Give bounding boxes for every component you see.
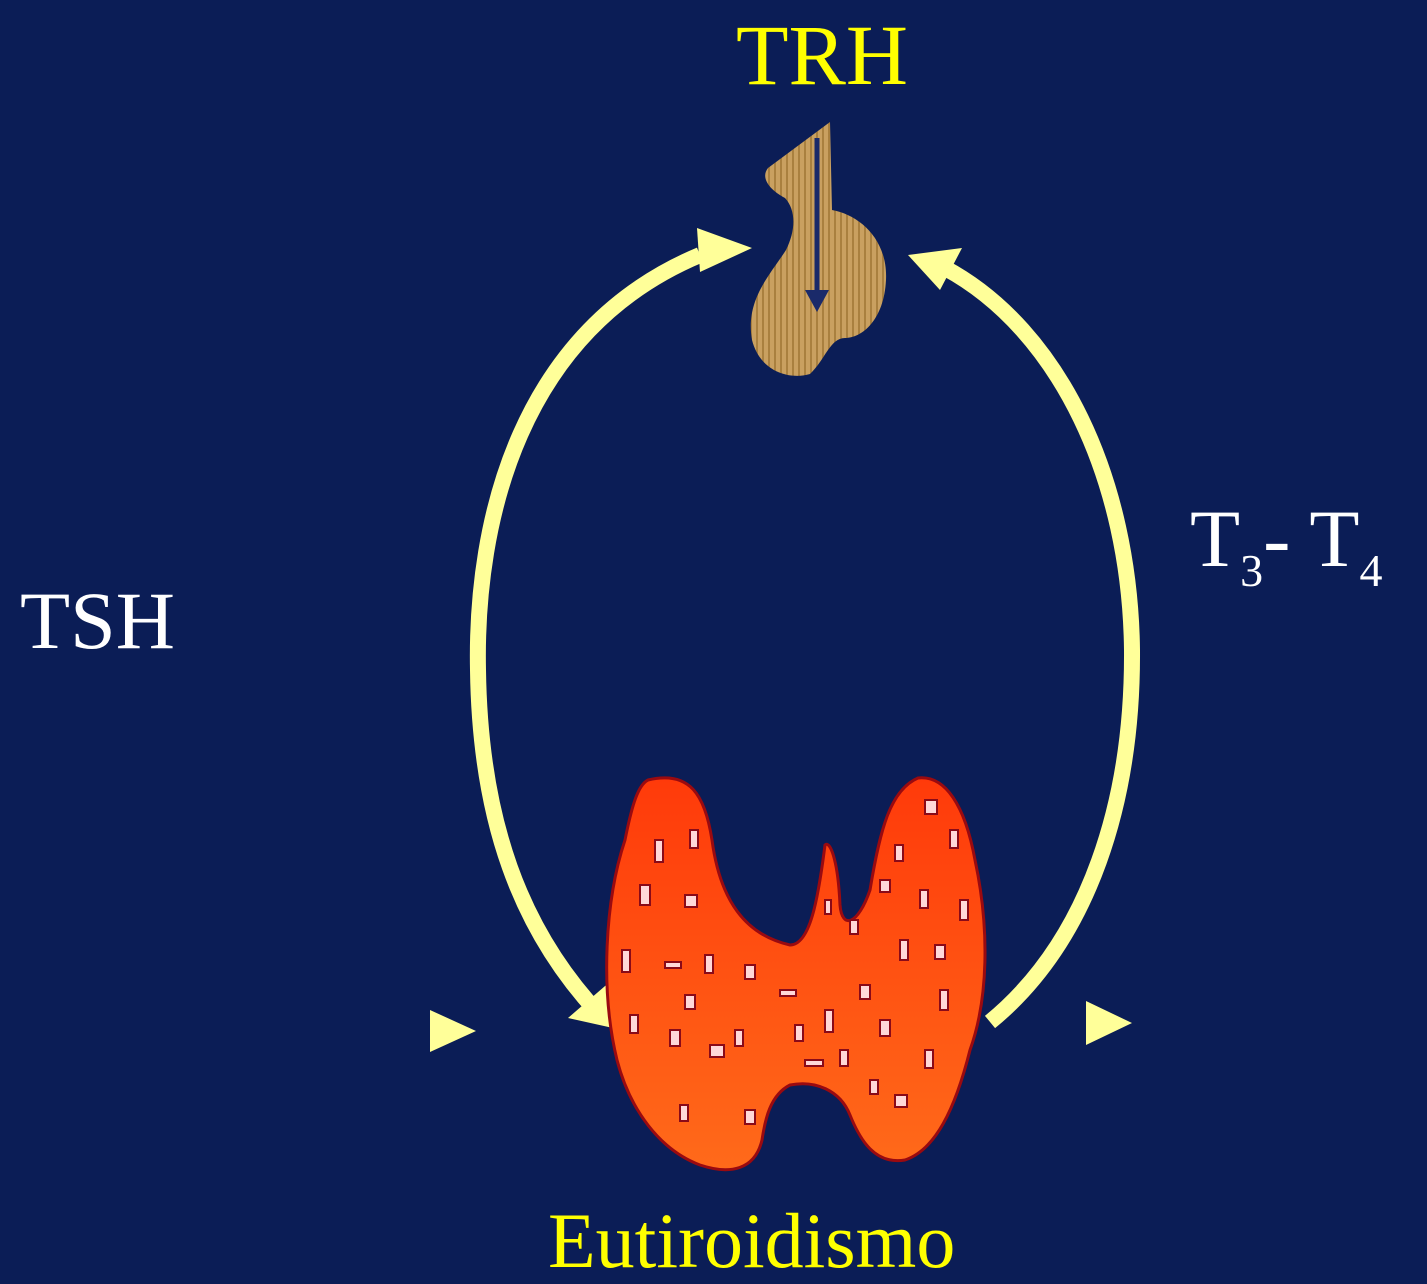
t4-letter: T: [1309, 493, 1359, 584]
t3-subscript: 3: [1240, 545, 1263, 596]
t3-t4-label: T3- T4: [1190, 498, 1383, 580]
tsh-label: TSH: [20, 580, 175, 662]
eutiroidismo-label: Eutiroidismo: [548, 1202, 955, 1280]
marker-triangle-left: [430, 1010, 476, 1052]
t3-t4-separator: -: [1263, 493, 1309, 584]
t4-subscript: 4: [1360, 545, 1383, 596]
tsh-arrow-tail-head: [697, 228, 752, 272]
marker-triangle-right: [1086, 1001, 1132, 1045]
trh-label: TRH: [736, 12, 908, 98]
t3-letter: T: [1190, 493, 1240, 584]
pituitary-gland-icon: [751, 122, 886, 376]
thyroid-gland-icon: [607, 778, 985, 1170]
